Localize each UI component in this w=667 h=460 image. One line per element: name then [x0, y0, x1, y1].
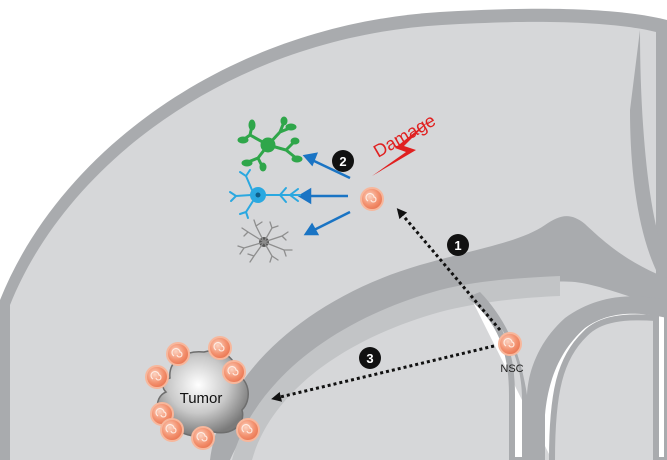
stem-cell: [208, 336, 232, 360]
step-1-label: 1: [454, 238, 461, 253]
astrocyte-icon: [237, 219, 293, 263]
damage-site-stem-cell: [360, 187, 384, 211]
stem-cell: [222, 360, 246, 384]
stem-cell: [160, 418, 184, 442]
stem-cell: [145, 365, 169, 389]
tumor-label: Tumor: [180, 390, 223, 407]
migration-arrow-3: 3: [271, 344, 495, 402]
step-2-label: 2: [339, 154, 346, 169]
stem-cell: [191, 426, 215, 450]
stem-cell: [236, 418, 260, 442]
step-1-badge: [447, 234, 469, 256]
stem-cell: [166, 342, 190, 366]
arrowhead: [303, 222, 320, 236]
differentiation-arrows: [297, 152, 351, 236]
migration-arrow-1: 1: [396, 208, 502, 331]
white-matter-band: [210, 216, 667, 460]
arrowhead: [302, 152, 318, 167]
oligodendrocyte-icon: [237, 116, 303, 172]
neuron-icon: [229, 169, 301, 219]
midline-structure: [630, 30, 667, 290]
ventricle: [468, 292, 667, 460]
step-2-badge: [332, 150, 354, 172]
step-3-badge: [359, 347, 381, 369]
nsc-cell: [498, 332, 522, 356]
lightning-bolt-icon: [372, 120, 430, 176]
arrowhead: [297, 187, 312, 205]
nsc-label: NSC: [500, 363, 523, 375]
step-3-label: 3: [366, 351, 373, 366]
